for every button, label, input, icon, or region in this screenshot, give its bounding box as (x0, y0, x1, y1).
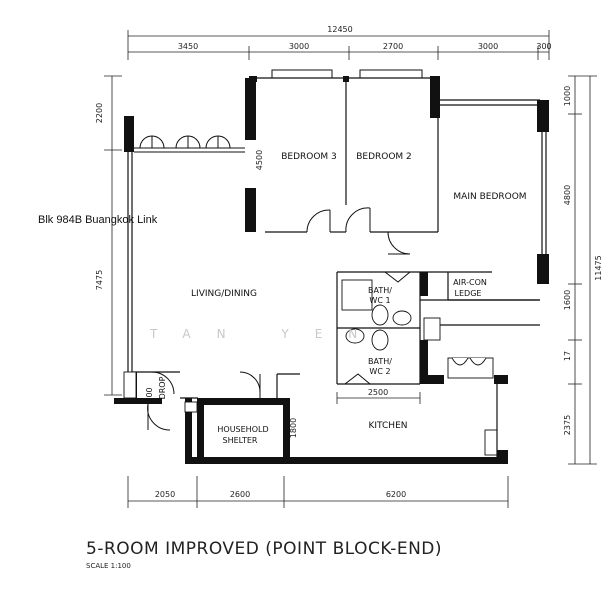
label-bath-wc2-line1: BATH/ (368, 357, 392, 366)
label-aircon-line2: LEDGE (455, 289, 482, 298)
dim-top-1: 3450 (178, 42, 198, 51)
windows (134, 69, 423, 153)
top-dimension-lines (127, 30, 550, 60)
dim-right-3: 1600 (563, 290, 572, 310)
dim-right-5: 2375 (563, 415, 572, 435)
dim-right-2: 4800 (563, 185, 572, 205)
dim-shelter-depth: 1800 (289, 418, 298, 438)
door-swings (147, 207, 411, 431)
bottom-dimension-lines (127, 476, 509, 508)
thin-walls (127, 77, 547, 462)
dim-bottom-1: 2050 (155, 490, 175, 499)
label-bedroom-2: BEDROOM 2 (356, 152, 412, 162)
right-dimension-lines (568, 75, 597, 465)
sanitary-fixtures (123, 279, 498, 456)
dim-bottom-2: 2600 (230, 490, 250, 499)
dim-bedroom3-depth: 4500 (255, 150, 264, 170)
label-kitchen: KITCHEN (369, 421, 408, 431)
dim-right-4: 17 (563, 351, 572, 361)
dim-left-1: 2200 (95, 103, 104, 123)
plan-scale: SCALE 1:100 (86, 562, 131, 570)
dim-left-2: 7475 (95, 270, 104, 290)
left-dimension-lines (104, 75, 122, 396)
label-bedroom-3: BEDROOM 3 (281, 152, 337, 162)
label-bath-wc2-line2: WC 2 (369, 367, 390, 376)
label-drop: DROP (158, 376, 167, 399)
label-bath-wc1-line2: WC 1 (369, 296, 390, 305)
structural-walls (114, 76, 549, 464)
label-living-dining: LIVING/DINING (191, 289, 257, 299)
dim-bath-width: 2500 (368, 388, 388, 397)
label-shelter-line2: SHELTER (222, 436, 257, 445)
label-aircon-line1: AIR-CON (453, 278, 487, 287)
label-chute-dim: 100 (145, 387, 154, 402)
watermark-text: TAN YEN (149, 327, 383, 341)
dim-overall-width: 12450 (327, 25, 352, 34)
label-main-bedroom: MAIN BEDROOM (453, 192, 526, 202)
label-shelter-line1: HOUSEHOLD (217, 425, 268, 434)
dim-right-1: 1000 (563, 86, 572, 106)
address-label: Blk 984B Buangkok Link (38, 214, 158, 226)
bath-dim-line (336, 392, 421, 404)
dim-top-5: 300 (536, 42, 551, 51)
dim-bottom-3: 6200 (386, 490, 406, 499)
dim-top-3: 2700 (383, 42, 403, 51)
dim-top-2: 3000 (289, 42, 309, 51)
label-bath-wc1-line1: BATH/ (368, 286, 392, 295)
plan-title: 5-ROOM IMPROVED (POINT BLOCK-END) (86, 539, 442, 559)
dim-overall-height: 11475 (594, 255, 603, 280)
dim-top-4: 3000 (478, 42, 498, 51)
